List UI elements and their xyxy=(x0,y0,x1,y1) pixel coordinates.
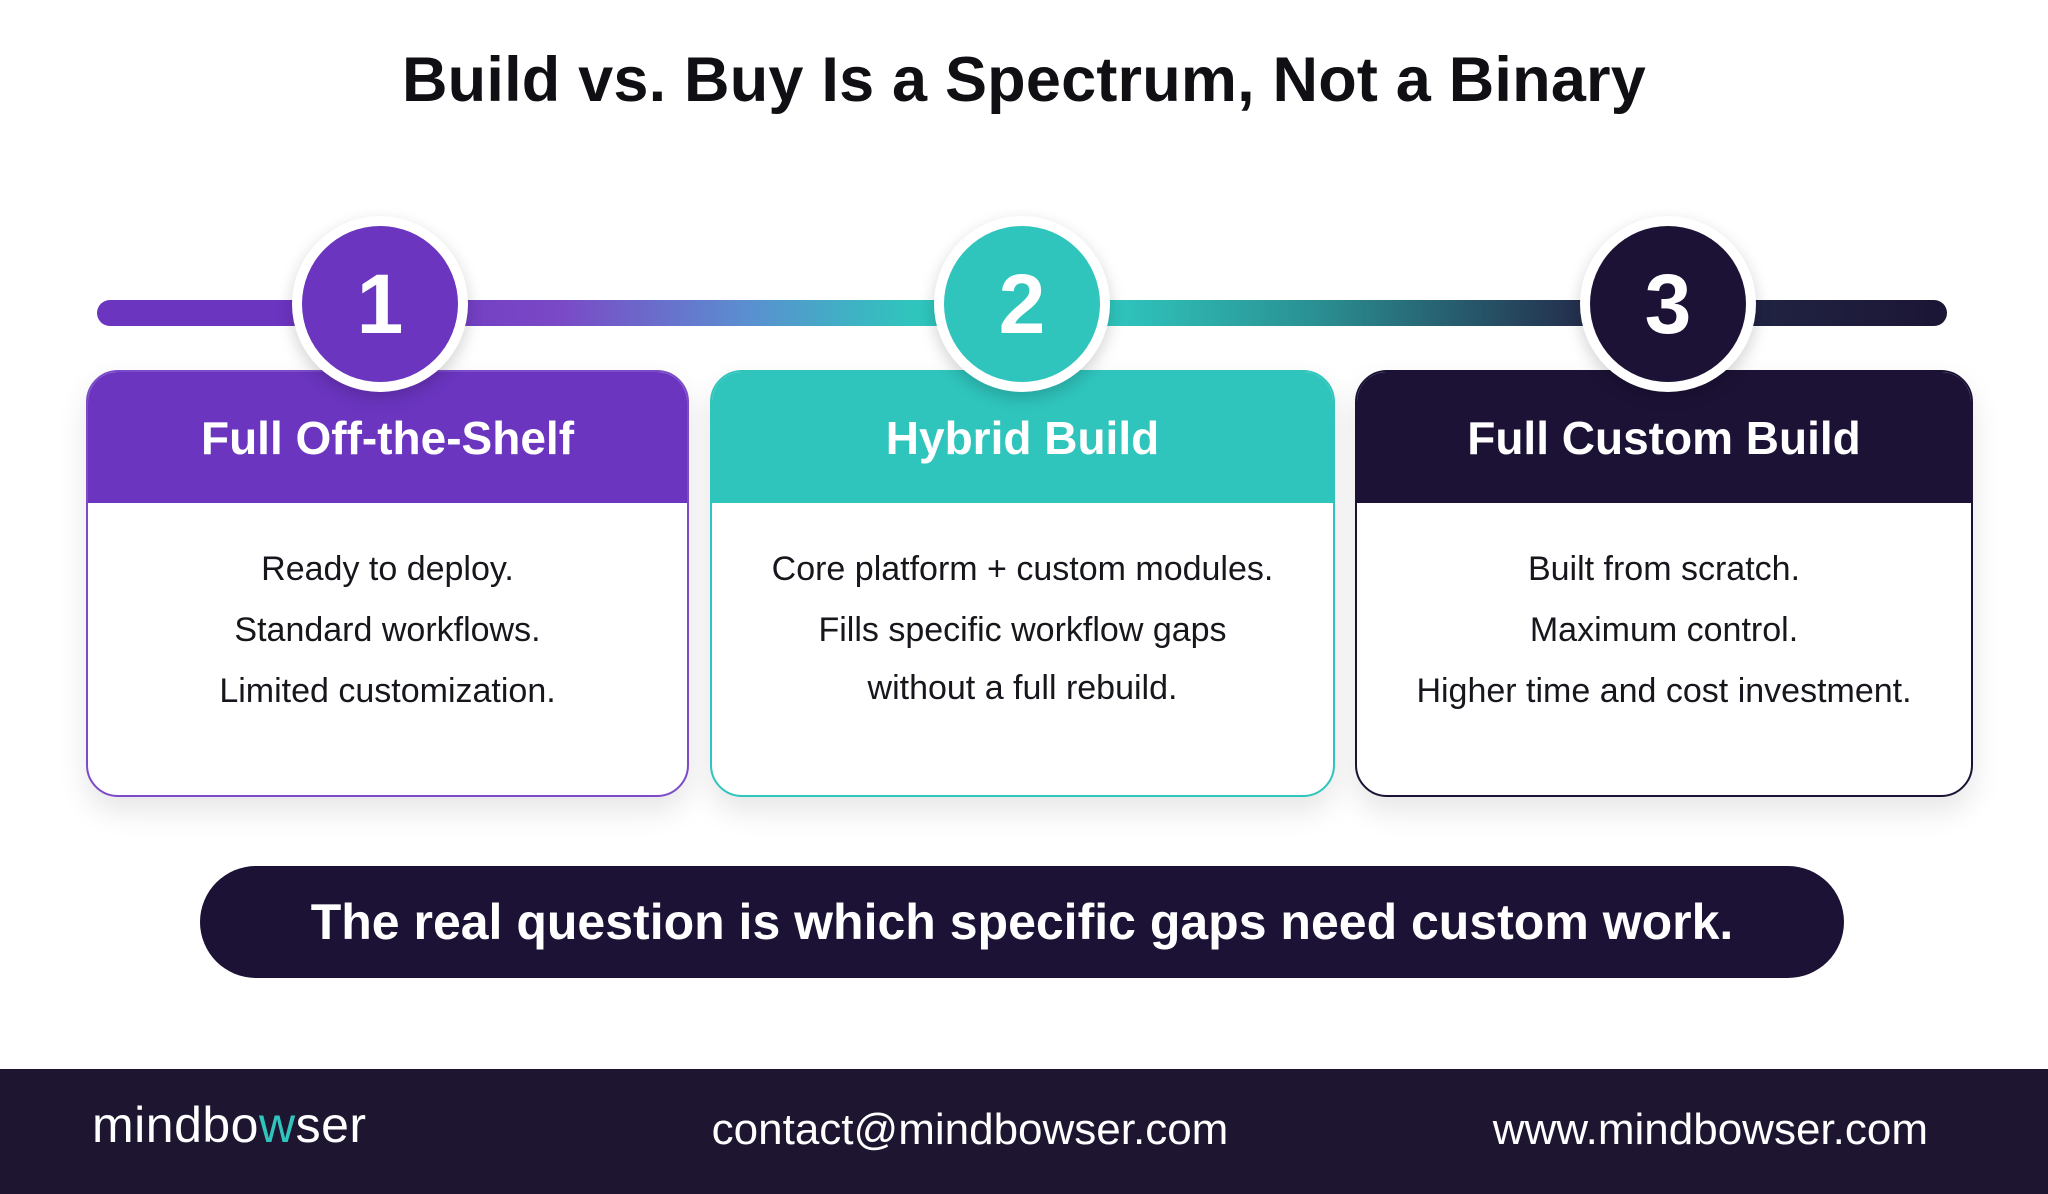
card-line: Standard workflows. xyxy=(234,611,541,649)
card-description: Core platform + custom modules. Fills sp… xyxy=(712,503,1333,716)
card-off-the-shelf: Full Off-the-Shelf Ready to deploy. Stan… xyxy=(86,370,689,797)
footer: mindbowser contact@mindbowser.com www.mi… xyxy=(0,1069,2048,1194)
step-number: 1 xyxy=(302,226,458,382)
card-line: Ready to deploy. xyxy=(261,550,514,588)
contact-email-link[interactable]: contact@mindbowser.com xyxy=(711,1105,1229,1154)
card-heading: Full Custom Build xyxy=(1357,372,1971,503)
card-description: Ready to deploy. Standard workflows. Lim… xyxy=(88,503,687,722)
card-line: Built from scratch. xyxy=(1527,550,1801,588)
card-heading: Hybrid Build xyxy=(712,372,1333,503)
brand-text: ser xyxy=(295,1097,367,1153)
card-line: Core platform + custom modules. xyxy=(771,550,1274,588)
step-number: 3 xyxy=(1590,226,1746,382)
brand-accent: w xyxy=(259,1097,296,1153)
card-line: without a full rebuild. xyxy=(867,669,1178,707)
key-question-banner: The real question is which specific gaps… xyxy=(200,866,1844,978)
card-custom-build: Full Custom Build Built from scratch. Ma… xyxy=(1355,370,1973,797)
card-hybrid-build: Hybrid Build Core platform + custom modu… xyxy=(710,370,1335,797)
step-number: 2 xyxy=(944,226,1100,382)
brand-logo: mindbowser xyxy=(92,1096,367,1154)
page-title: Build vs. Buy Is a Spectrum, Not a Binar… xyxy=(401,45,1647,115)
card-heading: Full Off-the-Shelf xyxy=(88,372,687,503)
brand-text: mindbo xyxy=(92,1097,259,1153)
card-description: Built from scratch. Maximum control. Hig… xyxy=(1357,503,1971,722)
card-line: Limited customization. xyxy=(219,672,556,710)
card-line: Higher time and cost investment. xyxy=(1416,672,1912,710)
card-line: Fills specific workflow gaps xyxy=(818,611,1227,649)
step-badge-1: 1 xyxy=(292,216,468,392)
step-badge-3: 3 xyxy=(1580,216,1756,392)
card-line: Maximum control. xyxy=(1529,611,1799,649)
website-link[interactable]: www.mindbowser.com xyxy=(1492,1105,1928,1154)
step-badge-2: 2 xyxy=(934,216,1110,392)
